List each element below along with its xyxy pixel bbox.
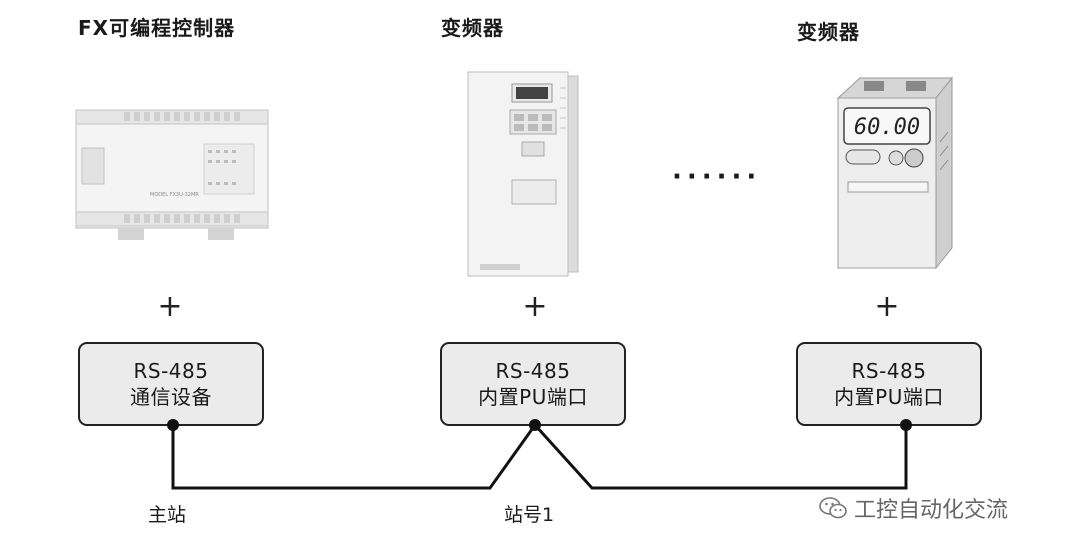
terminal-dot-plc — [167, 419, 179, 431]
inverter-2-display: 60.00 — [854, 115, 920, 140]
inverter-1-illustration — [467, 71, 579, 277]
plc-model-label: MODEL FX3U-32MR — [150, 192, 199, 198]
station-1-label: 站号1 — [504, 504, 555, 526]
plus-sign: + — [522, 289, 548, 324]
wechat-icon — [819, 497, 847, 519]
watermark-text: 工控自动化交流 — [854, 498, 1009, 523]
plc-illustration: MODEL FX3U-32MR — [75, 109, 269, 240]
port-box-inverter-1: RS-485 内置PU端口 — [440, 342, 626, 426]
port-line1: RS-485 — [133, 359, 209, 383]
more-devices-ellipsis: ······ — [672, 162, 762, 192]
inverter-2-title: 变频器 — [797, 20, 860, 44]
plus-sign: + — [157, 289, 183, 324]
watermark: 工控自动化交流 — [818, 492, 1008, 524]
port-line2: 内置PU端口 — [478, 385, 588, 409]
port-line2: 通信设备 — [130, 385, 212, 409]
port-box-inverter-2: RS-485 内置PU端口 — [796, 342, 982, 426]
port-line1: RS-485 — [495, 359, 571, 383]
inverter-1-title: 变频器 — [441, 16, 504, 40]
terminal-dot-inverter-1 — [529, 419, 541, 431]
port-line1: RS-485 — [851, 359, 927, 383]
port-box-plc: RS-485 通信设备 — [78, 342, 264, 426]
inverter-2-illustration: 60.00 — [836, 76, 954, 270]
port-line2: 内置PU端口 — [834, 385, 944, 409]
plc-title: FX可编程控制器 — [78, 16, 236, 40]
terminal-dot-inverter-2 — [900, 419, 912, 431]
plus-sign: + — [874, 289, 900, 324]
master-station-label: 主站 — [148, 504, 187, 526]
bus-line — [171, 422, 908, 490]
